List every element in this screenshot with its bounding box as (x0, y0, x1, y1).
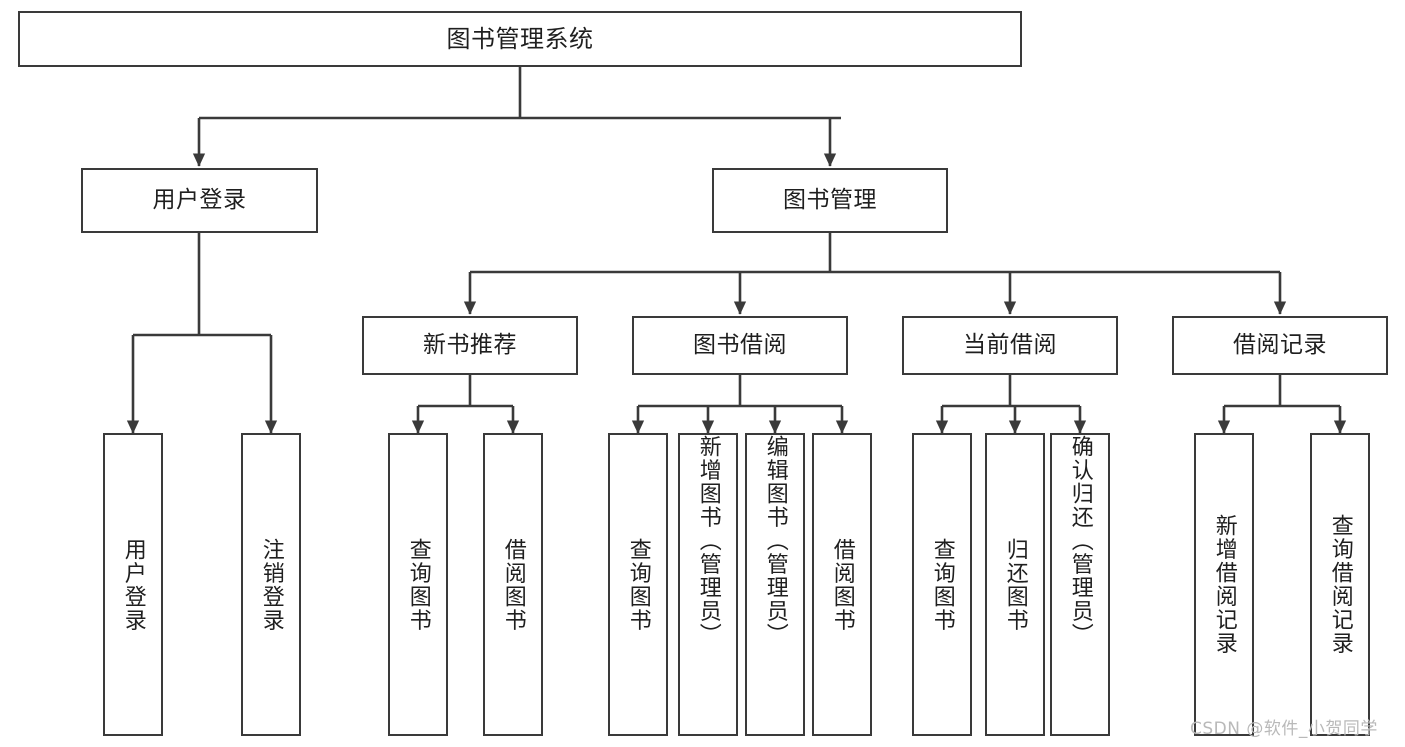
leaf-logout[interactable]: 注销登录 (241, 433, 301, 736)
leaf-add-book-admin[interactable]: 新增图书（管理员） (678, 433, 738, 736)
leaf-query-book-current[interactable]: 查询图书 (912, 433, 972, 736)
node-user-login[interactable]: 用户登录 (81, 168, 318, 233)
node-label: 查询借阅记录 (1327, 514, 1353, 655)
node-label: 图书借阅 (693, 331, 787, 358)
leaf-return-book[interactable]: 归还图书 (985, 433, 1045, 736)
node-new-book-recommendation[interactable]: 新书推荐 (362, 316, 578, 375)
node-label: 新增图书（管理员） (695, 435, 721, 647)
node-current-borrowing[interactable]: 当前借阅 (902, 316, 1118, 375)
leaf-query-book-newbook[interactable]: 查询图书 (388, 433, 448, 736)
node-book-borrowing[interactable]: 图书借阅 (632, 316, 848, 375)
leaf-user-login[interactable]: 用户登录 (103, 433, 163, 736)
leaf-borrow-book-newbook[interactable]: 借阅图书 (483, 433, 543, 736)
node-label: 新书推荐 (423, 331, 517, 358)
node-label: 查询图书 (405, 537, 431, 632)
csdn-watermark: CSDN @软件_小贺同学 (1190, 719, 1378, 739)
node-label: 图书管理系统 (446, 24, 594, 53)
node-label: 查询图书 (929, 537, 955, 632)
node-label: 借阅记录 (1233, 331, 1327, 358)
leaf-query-borrowing-record[interactable]: 查询借阅记录 (1310, 433, 1370, 736)
node-label: 确认归还（管理员） (1067, 435, 1093, 647)
node-borrowing-record[interactable]: 借阅记录 (1172, 316, 1388, 375)
node-label: 图书管理 (783, 186, 877, 213)
node-label: 借阅图书 (500, 537, 526, 632)
node-label: 查询图书 (625, 537, 651, 632)
node-label: 用户登录 (152, 186, 247, 213)
leaf-add-borrowing-record[interactable]: 新增借阅记录 (1194, 433, 1254, 736)
leaf-edit-book-admin[interactable]: 编辑图书（管理员） (745, 433, 805, 736)
node-label: 借阅图书 (829, 537, 855, 632)
leaf-confirm-return-admin[interactable]: 确认归还（管理员） (1050, 433, 1110, 736)
node-label: 注销登录 (258, 537, 284, 632)
node-root-book-management-system[interactable]: 图书管理系统 (18, 11, 1022, 67)
node-book-management[interactable]: 图书管理 (712, 168, 948, 233)
node-label: 归还图书 (1002, 537, 1028, 632)
leaf-borrow-book-borrowing[interactable]: 借阅图书 (812, 433, 872, 736)
node-label: 编辑图书（管理员） (762, 435, 788, 647)
node-label: 用户登录 (120, 537, 146, 632)
leaf-query-book-borrowing[interactable]: 查询图书 (608, 433, 668, 736)
node-label: 新增借阅记录 (1211, 514, 1237, 655)
node-label: 当前借阅 (963, 331, 1057, 358)
